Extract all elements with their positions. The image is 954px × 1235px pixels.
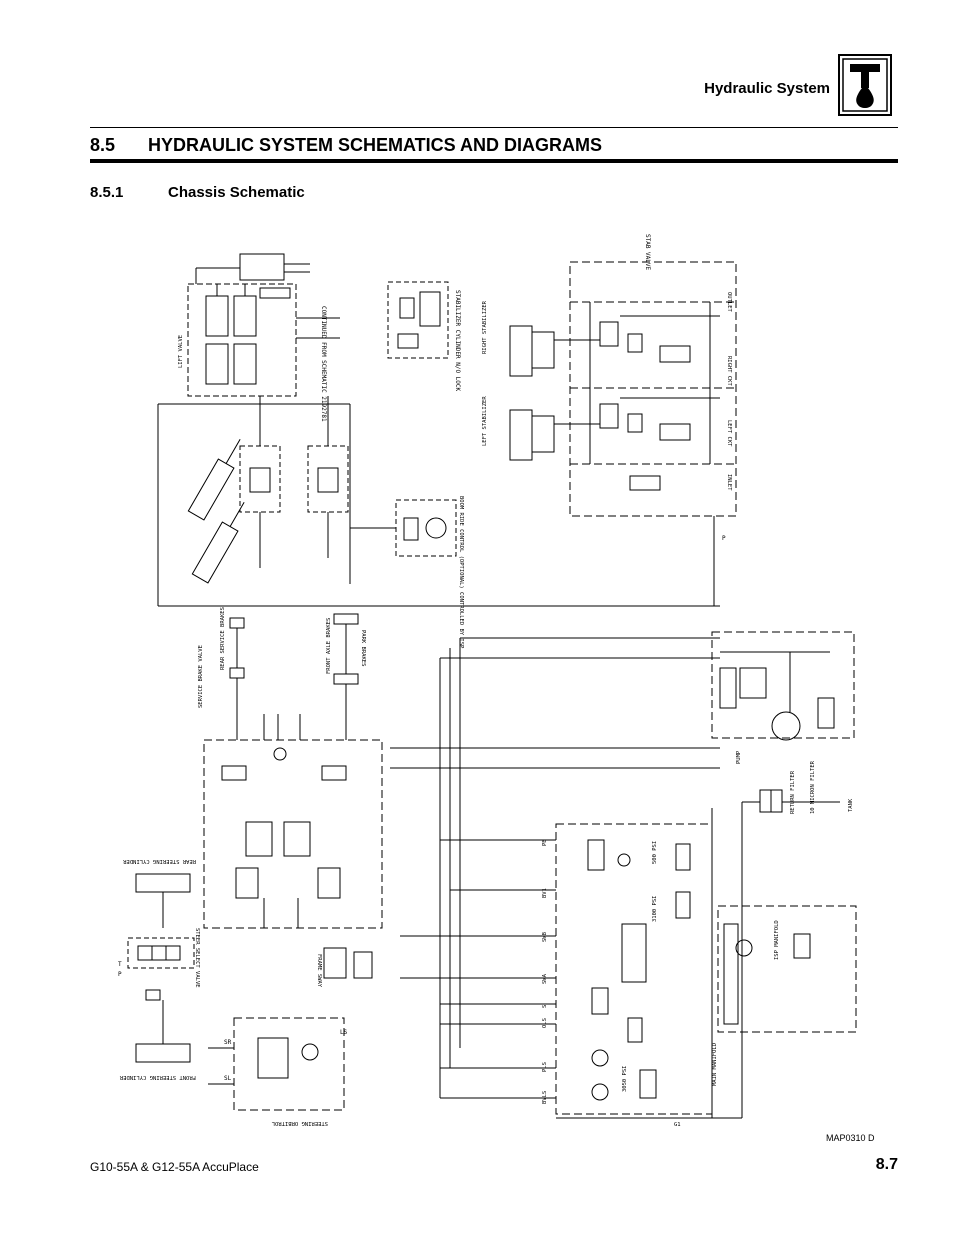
page-number: 8.7 (875, 1156, 898, 1173)
psi-500-label: 500 PSI (652, 841, 658, 864)
bvls-port: BVLS (542, 1091, 548, 1104)
steer-select-valve-label: STEER SELECT VALVE (194, 928, 200, 988)
rear-steering-cylinder-label: REAR STEERING CYLINDER (122, 858, 196, 864)
front-axle-brakes (333, 613, 359, 685)
park-brakes-label: PARK BRAKES (360, 630, 366, 666)
pump-label: PUMP (736, 750, 742, 764)
bv1-port: BV1 (542, 888, 548, 898)
tank-label: TANK (848, 798, 854, 812)
footer-model-text: G10-55A & G12-55A AccuPlace (90, 1160, 259, 1174)
swa-port: SWA (542, 973, 548, 984)
rear-service-brakes-label: REAR SERVICE BRAKES (220, 607, 226, 670)
inlet-label: INLET (726, 474, 732, 491)
front-steering-cylinder-label: FRONT STEERING CYLINDER (119, 1074, 196, 1080)
subsection-heading: 8.5.1 Chassis Schematic (90, 184, 305, 201)
stab-valve-label: STAB VALVE (644, 234, 651, 271)
sl-port: SL (224, 1075, 232, 1082)
left-stabilizer-label: LEFT STABILIZER (482, 396, 488, 446)
stab-p-port: P (722, 535, 726, 542)
stabilizer-lock-block (387, 281, 449, 359)
frame-sway (323, 947, 373, 979)
g1-port: G1 (674, 1122, 681, 1128)
lift-valve-label: LIFT VALVE (178, 335, 184, 368)
main-manifold-label: MAIN MANIFOLD (712, 1043, 718, 1086)
section-rule (90, 159, 898, 163)
steering-orbitrol (208, 1017, 345, 1111)
main-manifold (555, 823, 713, 1115)
stabilizer-cylinder-label: STABILIZER CYLINDER N/O LOCK (454, 290, 461, 392)
pb-port: PB (542, 839, 548, 846)
section-heading: 8.5 HYDRAULIC SYSTEM SCHEMATICS AND DIAGR… (90, 135, 602, 156)
stab-valve-block (569, 261, 737, 517)
pls-port: PLS (542, 1062, 548, 1072)
front-steering-cylinder (135, 1000, 191, 1063)
right-stabilizer-label: RIGHT STABILIZER (482, 300, 488, 354)
steer-t-port: T (118, 961, 122, 968)
psi-3100-label: 3100 PSI (652, 896, 658, 923)
hydraulic-system-icon (838, 54, 892, 116)
section-number: 8.5 (90, 135, 116, 155)
lift-valve-block (187, 253, 340, 397)
continued-label: CONTINUED FROM SCHEMATIC 2192781 (320, 306, 327, 422)
rear-steering-cylinder (135, 873, 191, 928)
figure-code: MAP0310 D (826, 1133, 875, 1143)
outlet-label: OUTLET (726, 292, 732, 313)
lift-holding-valves (239, 396, 349, 568)
steering-orbitrol-label: STEERING ORBITROL (271, 1120, 328, 1126)
return-filter (742, 789, 840, 813)
subsection-title: Chassis Schematic (168, 184, 305, 201)
header-rule (90, 127, 898, 128)
front-axle-brakes-label: FRONT AXLE BRAKES (326, 618, 332, 674)
subsection-number: 8.5.1 (90, 184, 124, 201)
stabilizer-cylinders (509, 325, 600, 461)
sr-port: SR (224, 1039, 232, 1046)
boom-ride-control-label: BOOM RIDE CONTROL (OPTIONAL) CONTROLLED … (458, 496, 464, 649)
ols-port: OLS (542, 1018, 548, 1028)
steer-p-port: P (118, 971, 122, 978)
rear-service-brakes (229, 617, 245, 679)
pump-block (711, 631, 855, 741)
micron-filter-label: 10 MICRON FILTER (810, 760, 816, 814)
s-port: S (542, 1005, 548, 1008)
header-title: Hydraulic System (704, 80, 830, 97)
boom-ride-control-block (350, 499, 457, 557)
swb-port: SWB (542, 931, 548, 942)
section-title: HYDRAULIC SYSTEM SCHEMATICS AND DIAGRAMS (148, 135, 603, 155)
return-filter-label: RETURN FILTER (790, 770, 796, 814)
left-ckt-label: LEFT CKT (726, 420, 732, 447)
isp-manifold (717, 905, 857, 1033)
ls-port: LS (340, 1029, 348, 1036)
chassis-schematic: LIFT VALVE CONTINUED FROM SCHEMATIC 2192… (118, 234, 857, 1128)
psi-3050-label: 3050 PSI (622, 1066, 628, 1093)
service-brake-valve-label: SERVICE BRAKE VALVE (198, 645, 204, 708)
frame-sway-label: FRAME SWAY (316, 954, 322, 988)
right-ckt-label: RIGHT CKT (726, 356, 732, 386)
isp-manifold-label: ISP MANIFOLD (774, 920, 780, 960)
steer-select-valve (127, 937, 195, 1001)
lift-cylinders (187, 439, 245, 584)
service-brake-valve (203, 678, 383, 929)
